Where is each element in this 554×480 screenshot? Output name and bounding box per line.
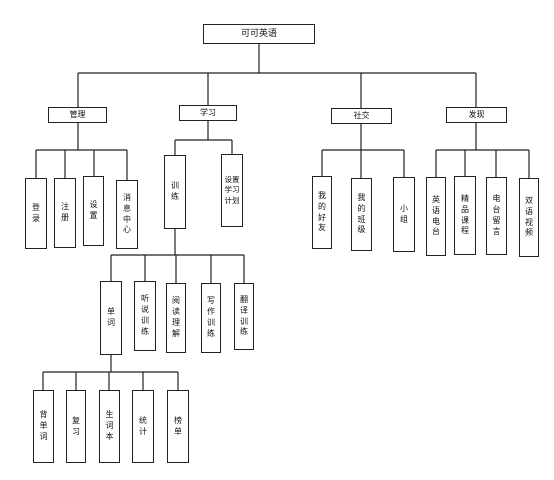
node-leaderboard: 榜单 <box>167 390 189 463</box>
node-login-label: 登录 <box>32 202 40 223</box>
node-discover: 发现 <box>446 107 507 123</box>
node-english-radio-label: 英语电台 <box>432 194 440 237</box>
node-memorize-words: 背单词 <box>33 390 54 463</box>
root-label: 可可英语 <box>240 28 277 39</box>
node-training-label: 训练 <box>171 181 179 201</box>
node-group: 小组 <box>393 177 415 252</box>
node-settings: 设置 <box>83 176 104 246</box>
node-study: 学习 <box>179 105 237 121</box>
node-statistics: 统计 <box>132 390 154 463</box>
node-listening-speaking: 听说训练 <box>134 281 156 351</box>
node-leaderboard-label: 榜单 <box>174 415 182 436</box>
node-study-plan: 设置学习计划 <box>221 154 243 227</box>
node-my-class: 我的班级 <box>351 178 372 251</box>
node-training: 训练 <box>164 155 186 229</box>
node-discover-label: 发现 <box>468 109 485 119</box>
node-login: 登录 <box>25 178 47 249</box>
node-my-friends: 我的好友 <box>312 176 332 249</box>
node-my-class-label: 我的班级 <box>357 192 366 235</box>
node-message-center: 消息中心 <box>116 180 138 249</box>
node-social-label: 社交 <box>353 110 370 120</box>
node-listening-speaking-label: 听说训练 <box>141 294 149 336</box>
node-settings-label: 设置 <box>89 200 98 220</box>
node-manage-label: 管理 <box>69 109 86 119</box>
node-manage: 管理 <box>48 107 107 123</box>
node-radio-messages-label: 电台留言 <box>492 194 501 236</box>
node-vocab-book-label: 生词本 <box>105 410 114 441</box>
node-study-plan-label: 设置学习计划 <box>224 175 240 205</box>
root-node: 可可英语 <box>203 24 315 44</box>
node-writing: 写作训练 <box>201 283 221 353</box>
node-register: 注册 <box>54 178 76 248</box>
node-my-friends-label: 我的好友 <box>318 190 326 233</box>
node-writing-label: 写作训练 <box>207 296 215 338</box>
node-statistics-label: 统计 <box>139 415 147 436</box>
node-translation-label: 翻译训练 <box>240 294 248 337</box>
node-register-label: 注册 <box>61 202 69 222</box>
node-reading-label: 阅读理解 <box>172 296 180 338</box>
node-words-label: 单词 <box>107 307 115 327</box>
node-radio-messages: 电台留言 <box>486 177 507 255</box>
node-bilingual-video: 双语视频 <box>519 178 539 257</box>
node-message-center-label: 消息中心 <box>123 192 131 235</box>
node-words: 单词 <box>100 281 122 355</box>
node-group-label: 小组 <box>400 203 408 224</box>
node-premium-courses-label: 精品课程 <box>461 193 469 236</box>
node-vocab-book: 生词本 <box>99 390 120 463</box>
node-translation: 翻译训练 <box>234 283 254 350</box>
node-review-label: 复习 <box>72 415 80 436</box>
node-reading: 阅读理解 <box>166 283 186 353</box>
node-study-label: 学习 <box>200 107 216 117</box>
node-review: 复习 <box>66 390 86 463</box>
node-social: 社交 <box>331 108 392 124</box>
node-memorize-words-label: 背单词 <box>39 410 48 441</box>
node-english-radio: 英语电台 <box>426 177 446 256</box>
node-bilingual-video-label: 双语视频 <box>525 195 533 238</box>
node-premium-courses: 精品课程 <box>454 176 476 255</box>
